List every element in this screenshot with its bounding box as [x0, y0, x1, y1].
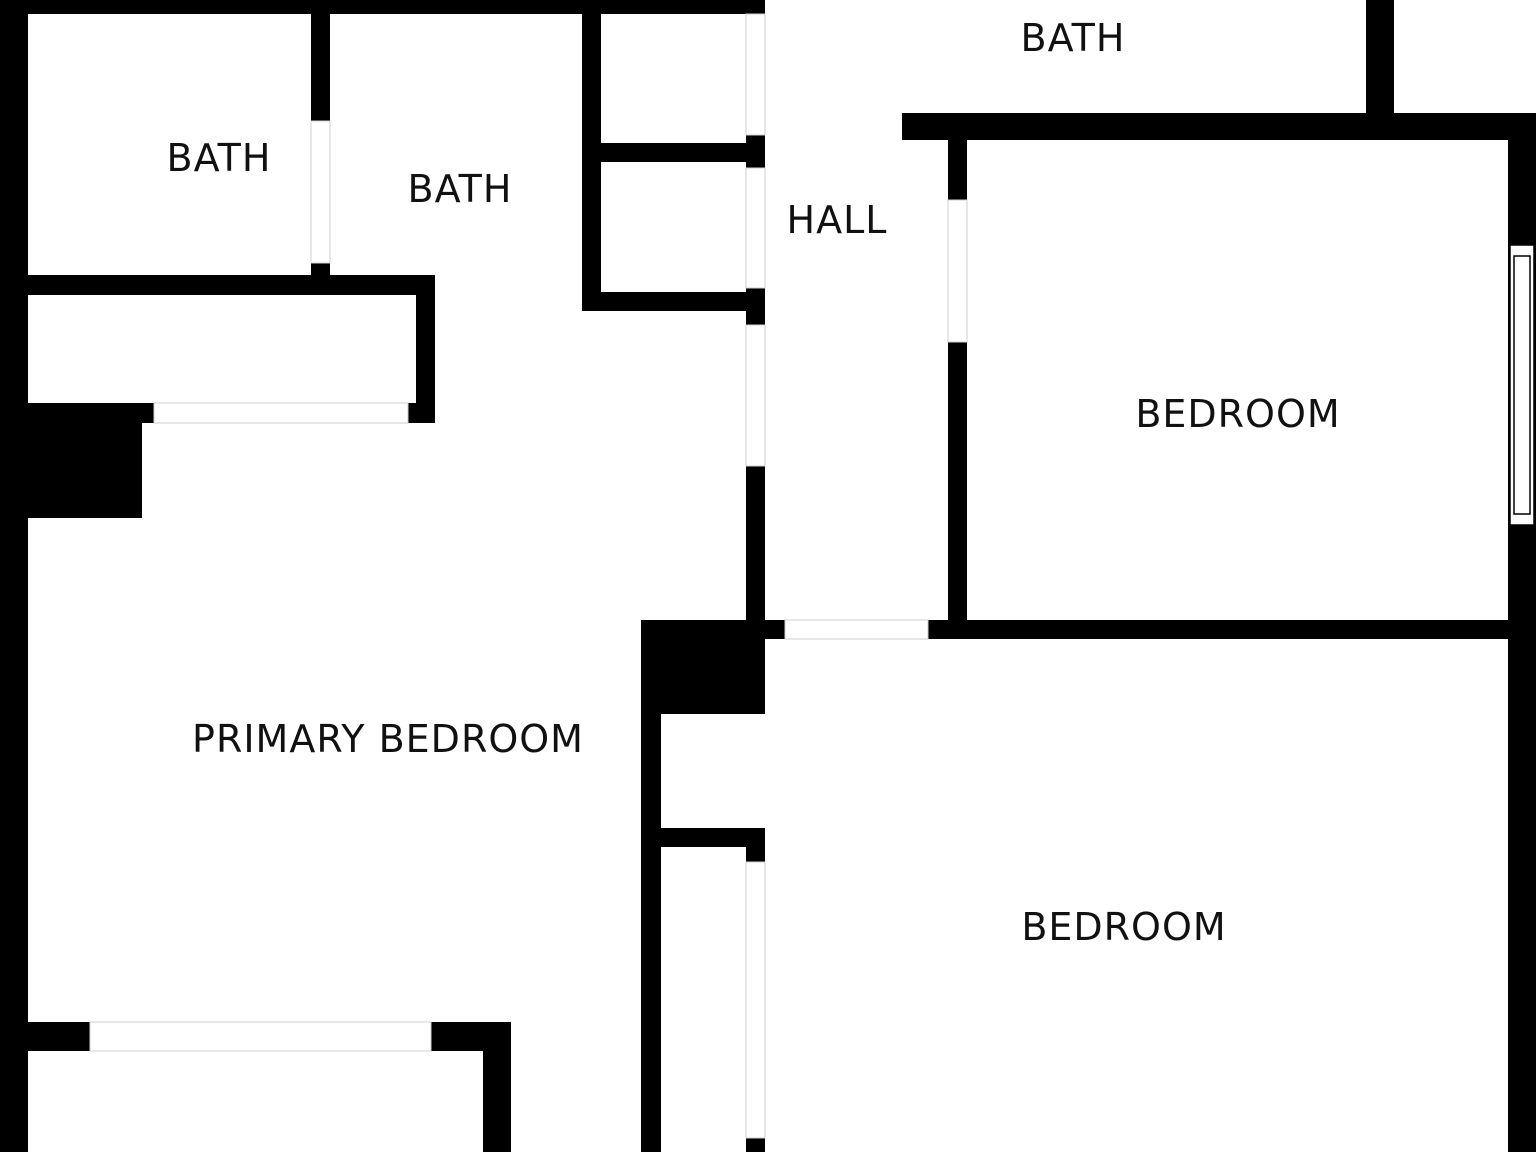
door-opening — [153, 402, 409, 424]
wall — [0, 275, 435, 295]
room-label-bath: BATH — [408, 167, 513, 211]
room-label-hall: HALL — [787, 198, 888, 242]
wall — [641, 828, 765, 847]
door-opening — [745, 324, 766, 467]
wall — [746, 620, 1536, 639]
room-label-bedroom: BEDROOM — [1135, 392, 1340, 436]
openings — [89, 13, 968, 1139]
wall — [416, 275, 435, 423]
wall — [582, 292, 765, 311]
room-label-primary-bedroom: PRIMARY BEDROOM — [192, 717, 584, 761]
door-opening — [745, 167, 766, 289]
wall — [0, 0, 28, 1152]
door-opening — [947, 199, 968, 343]
door-opening — [784, 619, 929, 640]
door-opening — [310, 120, 331, 264]
door-opening — [745, 13, 766, 136]
door-opening — [745, 861, 766, 1139]
room-label-bedroom: BEDROOM — [1021, 905, 1226, 949]
door-opening — [89, 1021, 432, 1052]
wall — [483, 1022, 511, 1152]
wall — [0, 403, 142, 518]
wall — [902, 113, 1536, 140]
wall — [0, 0, 765, 14]
wall — [641, 620, 661, 1152]
room-label-bath: BATH — [167, 136, 272, 180]
room-label-bath: BATH — [1021, 16, 1126, 60]
wall — [641, 620, 765, 714]
wall — [1366, 0, 1394, 121]
window — [1509, 244, 1535, 526]
wall — [582, 143, 765, 162]
room-labels: BATH BATH BATH HALL BEDROOM PRIMARY BEDR… — [167, 16, 1340, 949]
wall — [746, 0, 765, 640]
wall — [948, 121, 967, 639]
window-pane — [1513, 255, 1531, 515]
